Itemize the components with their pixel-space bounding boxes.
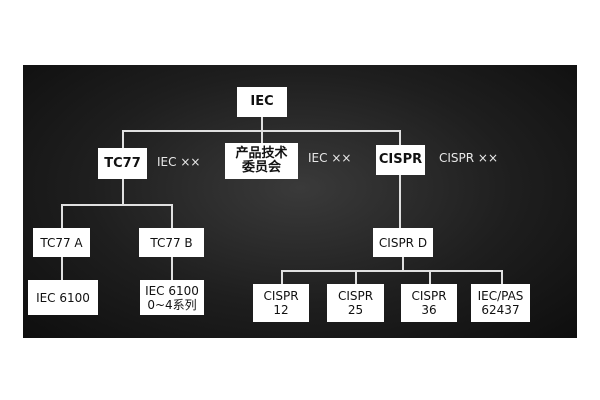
node-tc77b: TC77 B	[139, 228, 204, 257]
connector	[61, 204, 173, 206]
connector	[281, 270, 283, 284]
connector	[399, 130, 401, 145]
node-tc77: TC77	[98, 148, 147, 179]
connector	[61, 204, 63, 228]
connector	[399, 175, 401, 228]
connector	[355, 270, 357, 284]
node-iec6100-series: IEC 6100 0~4系列	[140, 280, 204, 315]
connector	[402, 257, 404, 271]
node-cispr-d: CISPR D	[373, 228, 433, 257]
node-iec-pas: IEC/PAS 62437	[471, 284, 530, 322]
label-tc77-standard: IEC ××	[157, 155, 201, 169]
connector	[122, 179, 124, 205]
label-product-standard: IEC ××	[308, 151, 352, 165]
connector	[122, 130, 124, 148]
connector	[261, 130, 263, 143]
node-iec: IEC	[237, 87, 287, 117]
node-iec6100: IEC 6100	[28, 280, 98, 315]
connector	[281, 270, 503, 272]
node-cispr36: CISPR 36	[401, 284, 457, 322]
node-cispr: CISPR	[376, 145, 425, 175]
node-product-committee: 产品技术 委员会	[225, 143, 298, 179]
connector	[261, 117, 263, 131]
node-cispr25: CISPR 25	[327, 284, 384, 322]
connector	[171, 204, 173, 228]
label-cispr-standard: CISPR ××	[439, 151, 499, 165]
node-cispr12: CISPR 12	[253, 284, 309, 322]
connector	[501, 270, 503, 284]
connector	[61, 257, 63, 280]
connector	[429, 270, 431, 284]
node-tc77a: TC77 A	[33, 228, 90, 257]
connector	[171, 257, 173, 280]
